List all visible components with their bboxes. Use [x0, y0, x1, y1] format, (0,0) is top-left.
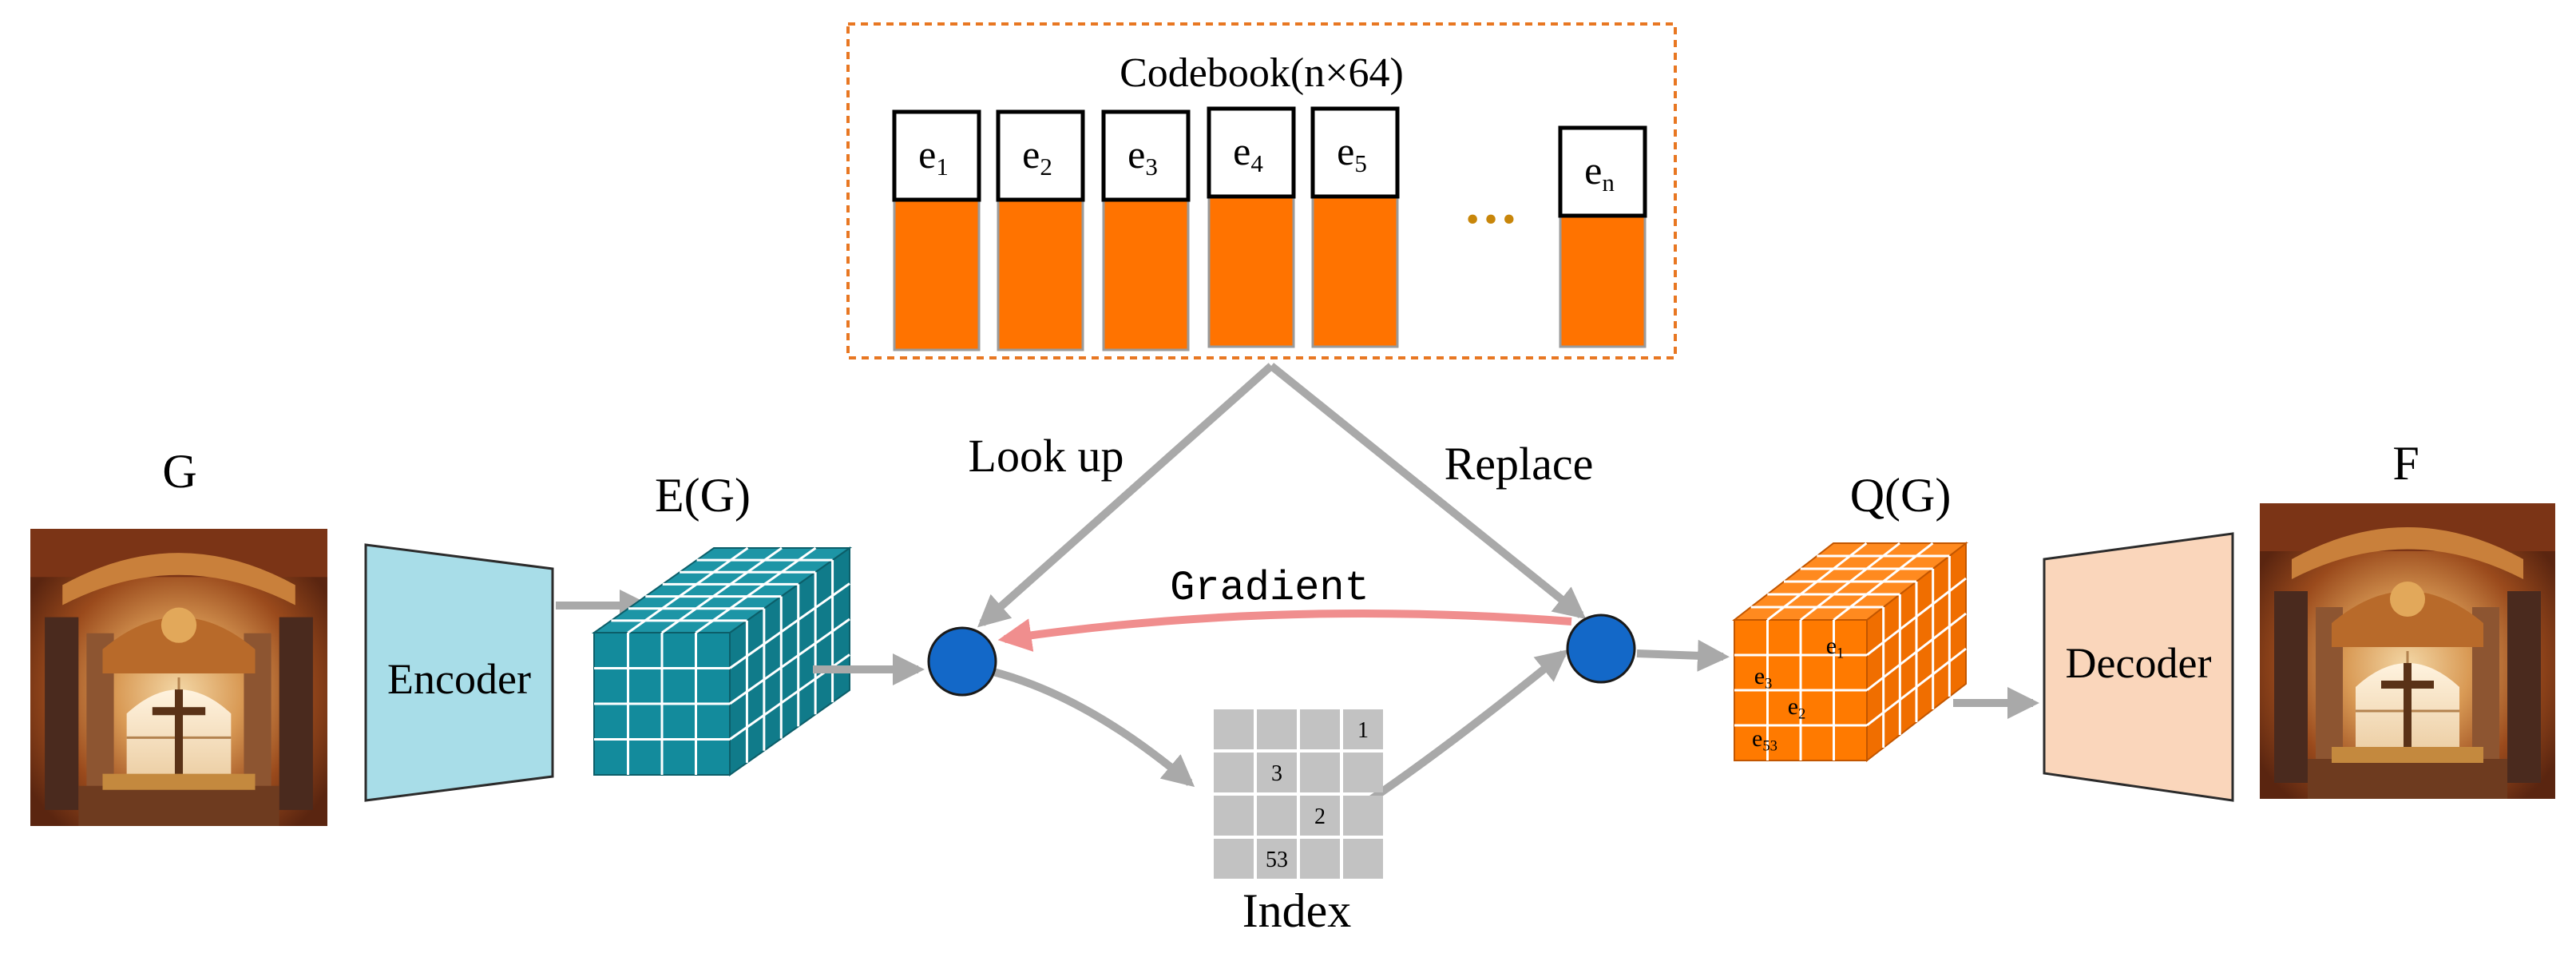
index-grid: 1 3 2 53	[1214, 709, 1383, 879]
output-label: F	[2392, 437, 2419, 490]
lookup-node	[927, 626, 997, 697]
codebook-entry-label-box	[892, 109, 981, 202]
output-image	[2260, 503, 2555, 799]
codebook-entry-label: e3	[1127, 132, 1158, 181]
index-cell	[1343, 709, 1383, 749]
codebook-entries: e1 e2 e3 e4 e5 en	[892, 106, 1647, 351]
codebook-panel: Codebook(n×64) e1 e2 e3 e4 e5 en •••	[846, 22, 1677, 359]
index-cell	[1343, 839, 1383, 879]
cube-grid-lines	[1734, 542, 1967, 760]
input-label: G	[162, 445, 196, 498]
codebook-entry: e1	[892, 109, 981, 351]
qcube-cell-label: e2	[1788, 693, 1806, 722]
codebook-entry-label-box	[1101, 109, 1191, 202]
arrow-node-to-index	[989, 667, 1195, 788]
cube-grid-lines	[594, 546, 850, 775]
quantized-label: Q(G)	[1850, 469, 1952, 522]
codebook-border	[846, 22, 1677, 359]
encoded-feature-cube	[591, 546, 853, 776]
codebook-entry-label-box	[996, 109, 1085, 202]
decoder-label: Decoder	[2066, 639, 2212, 687]
index-cell	[1300, 796, 1340, 836]
index-cell-value: 2	[1314, 804, 1326, 829]
codebook-vector-bar	[1559, 214, 1647, 348]
codebook-vector-bar	[997, 198, 1084, 351]
replace-node	[1566, 614, 1636, 684]
codebook-entry: e5	[1310, 106, 1400, 348]
index-cell	[1257, 753, 1297, 792]
index-cell	[1257, 839, 1297, 879]
index-cell	[1214, 753, 1254, 792]
index-cell-value: 3	[1271, 761, 1282, 786]
codebook-entry: en	[1558, 125, 1647, 348]
qcube-cell-label: e3	[1754, 663, 1773, 692]
arrow-lookup	[977, 363, 1274, 628]
arrow-gradient	[997, 609, 1572, 652]
codebook-entry-label: en	[1584, 148, 1615, 197]
index-cell-value: 53	[1266, 848, 1288, 872]
index-cell	[1300, 709, 1340, 749]
codebook-vector-bar	[893, 198, 981, 351]
index-cell	[1300, 839, 1340, 879]
codebook-entry: e4	[1207, 106, 1296, 348]
codebook-entry: e3	[1101, 109, 1191, 351]
codebook-vector-bar	[1311, 195, 1399, 348]
qcube-cell-label: e53	[1752, 725, 1777, 754]
codebook-title: Codebook(n×64)	[1120, 50, 1404, 96]
codebook-vector-bar	[1207, 195, 1295, 348]
codebook-entry: e2	[996, 109, 1085, 351]
index-cell-value: 1	[1357, 718, 1369, 743]
codebook-entry-label: e5	[1337, 129, 1367, 177]
index-cell	[1214, 709, 1254, 749]
index-cell	[1343, 796, 1383, 836]
arrow-node-to-qcube	[1636, 639, 1730, 672]
codebook-ellipsis: •••	[1466, 198, 1520, 240]
index-cell	[1214, 796, 1254, 836]
replace-label: Replace	[1445, 438, 1594, 490]
codebook-entry-label: e4	[1233, 129, 1263, 177]
codebook-entry-label-box	[1207, 106, 1296, 199]
decoder-block	[2043, 532, 2234, 802]
encoded-label: E(G)	[655, 469, 751, 522]
encoder-label: Encoder	[387, 655, 531, 703]
codebook-vector-bar	[1102, 198, 1190, 351]
index-cell	[1214, 839, 1254, 879]
arrow-replace	[1268, 363, 1587, 620]
encoder-block	[364, 543, 554, 802]
codebook-entry-label: e2	[1022, 132, 1052, 181]
arrow-index-to-node	[1369, 649, 1569, 803]
index-cell	[1343, 753, 1383, 792]
quantized-feature-cube: e1 e3 e2 e53	[1732, 541, 1968, 763]
codebook-entry-label-box	[1310, 106, 1400, 199]
index-cell	[1257, 709, 1297, 749]
lookup-label: Look up	[969, 430, 1124, 482]
index-label: Index	[1242, 884, 1352, 937]
index-cell	[1257, 796, 1297, 836]
codebook-entry-label-box	[1558, 125, 1647, 218]
index-cell	[1300, 753, 1340, 792]
qcube-cell-label: e1	[1826, 633, 1845, 661]
gradient-label: Gradient	[1170, 565, 1369, 612]
codebook-entry-label: e1	[918, 132, 949, 181]
input-image	[30, 529, 327, 826]
